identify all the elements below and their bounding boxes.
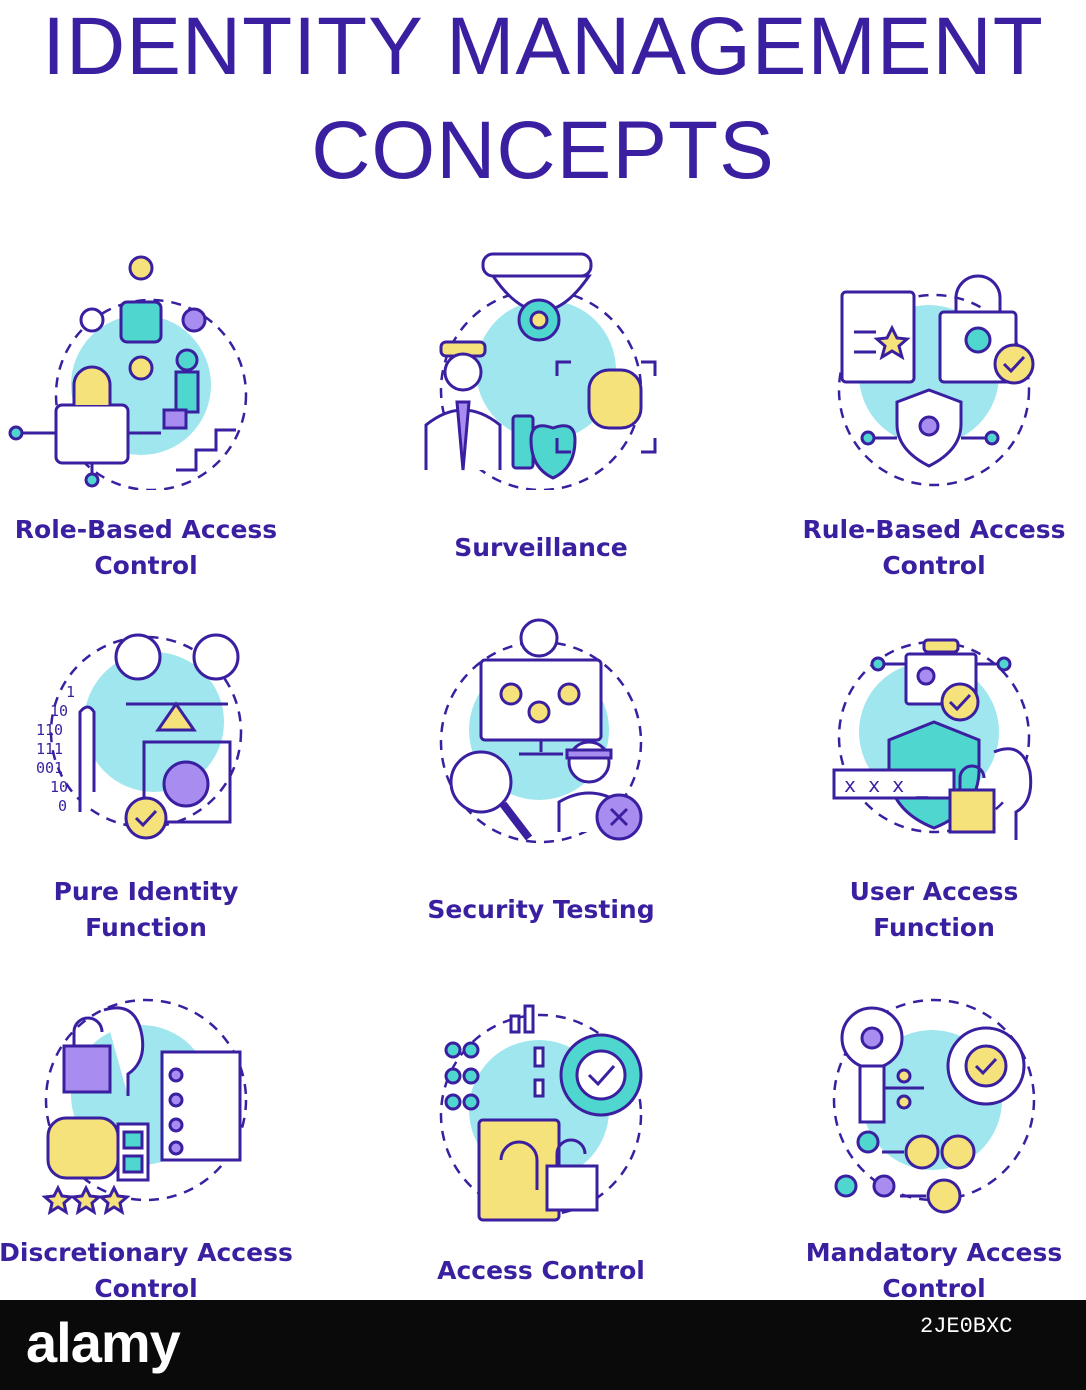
security-testing-icon [439,618,643,844]
brand-logo: alamy [26,1311,181,1374]
access-control-gear-icon [439,1004,643,1222]
user-access-icon: x x x _ [832,638,1033,840]
rules-document-icon [837,274,1035,487]
svg-text:1: 1 [66,683,75,701]
title-line-2: CONCEPTS [311,105,775,196]
svg-text:x x x _: x x x _ [844,773,929,797]
concept-label: Surveillance [454,533,628,562]
svg-text:111: 111 [36,740,63,758]
svg-text:0: 0 [58,797,67,815]
svg-text:001: 001 [36,759,63,777]
svg-text:110: 110 [36,721,63,739]
surveillance-camera-icon [424,252,657,490]
title-line-1: IDENTITY MANAGEMENT [42,1,1044,92]
mandatory-access-key-icon [832,998,1036,1214]
role-based-access-icon [8,255,248,490]
discretionary-access-icon [41,998,248,1216]
concept-label: Security Testing [427,895,655,924]
svg-text:10: 10 [50,702,68,720]
svg-text:10: 10 [50,778,68,796]
stock-footer-bar: alamy 2JE0BXC [0,1300,1086,1390]
concept-label: Access Control [437,1256,645,1285]
image-id: 2JE0BXC [920,1314,1013,1339]
